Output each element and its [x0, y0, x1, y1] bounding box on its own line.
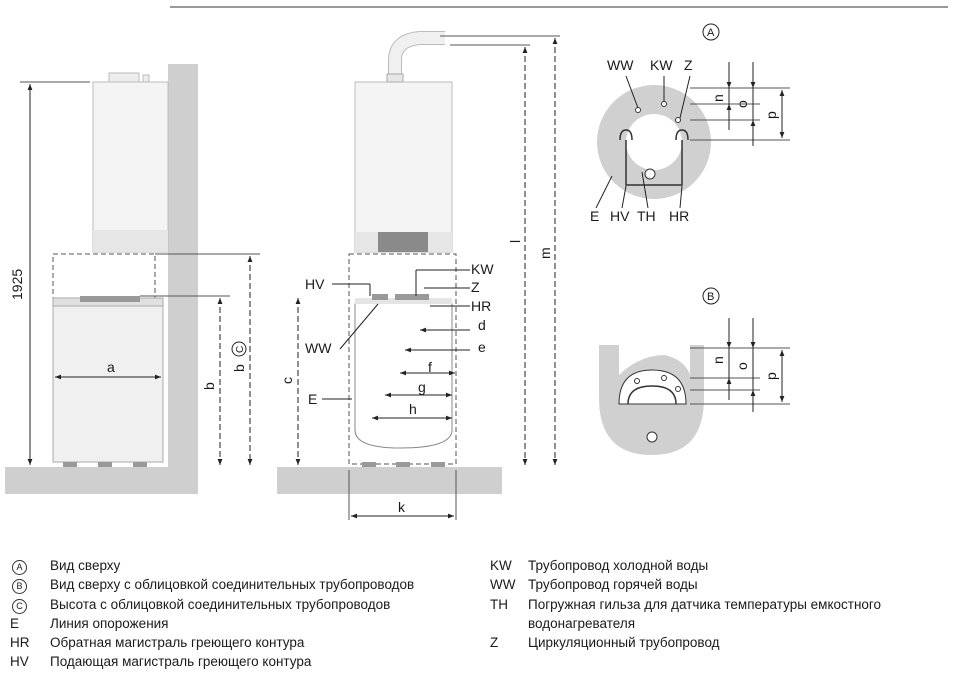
dim-b-label: b [201, 382, 217, 390]
legend-right: KW Трубопровод холодной воды WW Трубопро… [490, 556, 950, 652]
legend-row-hr: HR Обратная магистраль греющего контура [10, 633, 480, 652]
dim-o-label-b: o [734, 362, 750, 370]
legend-text-hr: Обратная магистраль греющего контура [50, 635, 305, 651]
legend-text-z: Циркуляционный трубопровод [528, 635, 720, 651]
dim-g-label: g [418, 379, 426, 395]
label-hv-top: HV [610, 208, 630, 224]
legend-key-b: B [12, 579, 27, 595]
legend-left: A Вид сверху B Вид сверху с облицовкой с… [10, 556, 480, 672]
legend-row-a: A Вид сверху [10, 556, 480, 575]
dim-o-label-a: o [734, 100, 750, 108]
installation-drawing: 1925 a b b C HV [5, 6, 948, 520]
label-kw-front: KW [471, 261, 494, 277]
wall [168, 64, 198, 494]
legend-text-c: Высота с облицовкой соединительных трубо… [50, 596, 391, 612]
label-e-top: E [590, 208, 599, 224]
circle-c-label: C [235, 346, 246, 353]
legend-key-c: C [12, 598, 27, 614]
label-ww-top: WW [607, 57, 634, 73]
circle-a-label: A [707, 27, 715, 39]
legend-text-ww: Трубопровод горячей воды [528, 577, 698, 593]
label-e-front: E [308, 391, 317, 407]
legend-key-hr: HR [10, 635, 30, 651]
boiler-side [92, 81, 169, 253]
dim-1925-label: 1925 [9, 269, 25, 300]
side-view: 1925 a b b C [5, 64, 260, 494]
dim-d-label: d [478, 317, 486, 333]
dim-e-label: e [478, 339, 486, 355]
dim-p-label-b: p [763, 372, 779, 380]
legend-row-ww: WW Трубопровод горячей воды [490, 575, 950, 594]
label-hr-front: HR [471, 298, 491, 314]
legend-row-kw: KW Трубопровод холодной воды [490, 556, 950, 575]
cover-dashed-front [348, 253, 457, 465]
legend-text-th: Погружная гильза для датчика температуры… [528, 596, 882, 631]
legend-key-e: E [10, 615, 20, 631]
dim-m-label: m [537, 247, 553, 259]
legend-text-kw: Трубопровод холодной воды [528, 558, 709, 573]
dim-p-label-a: p [763, 111, 779, 119]
legend-row-c: C Высота с облицовкой соединительных тру… [10, 595, 480, 614]
dim-k-label: k [398, 499, 406, 515]
label-z-top: Z [684, 57, 693, 73]
legend-key-ww: WW [490, 577, 516, 593]
legend-key-th: TH [490, 596, 508, 612]
dim-bC-label: b [231, 364, 247, 372]
top-view-b: B n o p [599, 287, 790, 455]
floor-center [277, 467, 502, 494]
top-view-a: A WW KW Z E HV TH HR n o [590, 23, 790, 224]
legend-row-b: B Вид сверху с облицовкой соединительных… [10, 575, 480, 595]
legend-key-kw: KW [490, 558, 512, 573]
label-z-front: Z [471, 279, 480, 295]
legend-text-e: Линия опорожения [50, 615, 169, 631]
floor-left [5, 467, 198, 494]
front-view: HV WW E KW Z HR c d e f g h k [277, 31, 560, 520]
dim-f-label: f [428, 359, 432, 375]
legend-key-z: Z [490, 635, 499, 651]
dim-c-label: c [279, 377, 295, 384]
legend-key-hv: HV [10, 654, 29, 670]
legend-key-a: A [12, 560, 27, 575]
legend-row-z: Z Циркуляционный трубопровод [490, 633, 950, 652]
dim-n-label-b: n [710, 356, 726, 364]
legend-row-th: TH Погружная гильза для датчика температ… [490, 595, 950, 634]
legend-text-hv: Подающая магистраль греющего контура [50, 654, 312, 670]
dim-a-label: a [107, 359, 115, 375]
dim-n-label-a: n [710, 94, 726, 102]
circle-b-label: B [707, 291, 714, 303]
label-hv: HV [305, 276, 325, 292]
legend-row-hv: HV Подающая магистраль греющего контура [10, 652, 480, 671]
label-kw-top: KW [650, 57, 673, 73]
dim-l-label: l [507, 240, 523, 243]
legend-row-e: E Линия опорожения [10, 614, 480, 633]
dim-h-label: h [409, 401, 417, 417]
label-ww: WW [305, 340, 332, 356]
circle-c-marker: C [231, 341, 247, 357]
label-th-top: TH [637, 208, 656, 224]
legend-text-b: Вид сверху с облицовкой соединительных т… [50, 577, 415, 593]
legend-text-a: Вид сверху [50, 558, 121, 573]
cylinder-side [52, 304, 164, 463]
label-hr-top: HR [669, 208, 689, 224]
boiler-front [354, 81, 453, 253]
